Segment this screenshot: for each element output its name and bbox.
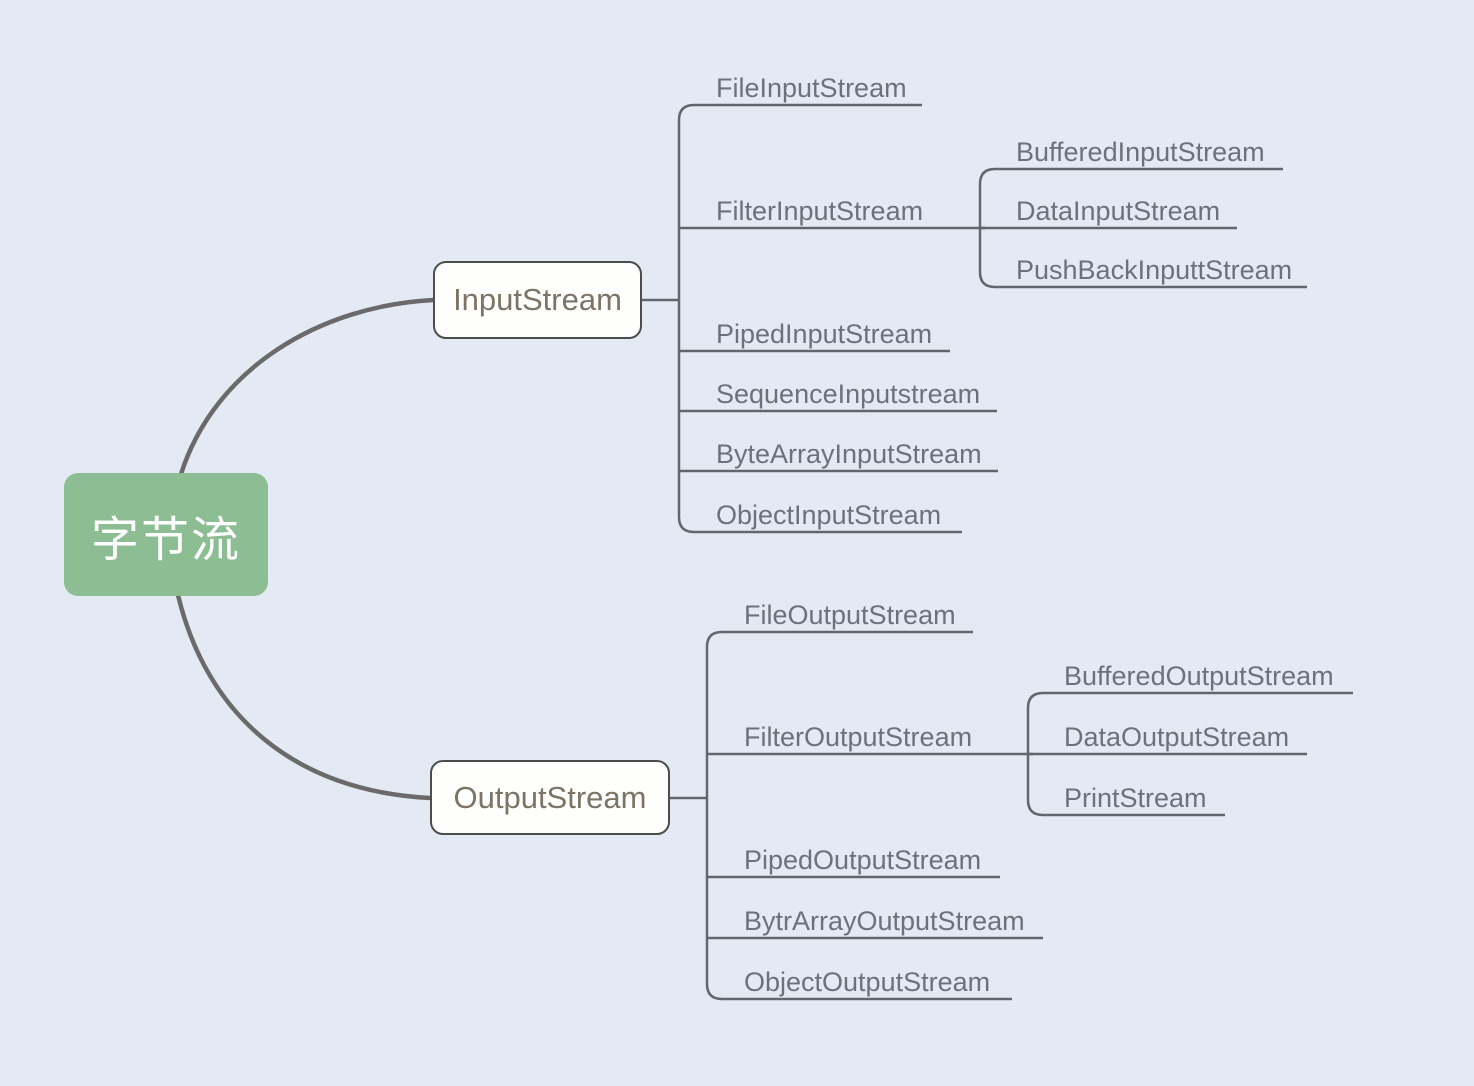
leaf-fileoutputstream[interactable]: FileOutputStream (744, 600, 956, 630)
branch-node-inputstream[interactable]: InputStream (433, 261, 642, 339)
curve-root-to-inputstream (178, 297, 436, 477)
leaf-sequenceinputstream[interactable]: SequenceInputstream (716, 379, 981, 409)
leaf-bytrarrayoutputstream[interactable]: BytrArrayOutputStream (744, 906, 1025, 936)
leaf-pushbackinputtstream[interactable]: PushBackInputtStream (1016, 255, 1293, 285)
leaf-bufferedinputstream[interactable]: BufferedInputStream (1016, 137, 1265, 167)
leaf-objectoutputstream[interactable]: ObjectOutputStream (744, 967, 991, 997)
leaf-printstream[interactable]: PrintStream (1064, 783, 1207, 813)
leaf-pipedoutputstream[interactable]: PipedOutputStream (744, 845, 982, 875)
leaf-fileinputstream[interactable]: FileInputStream (716, 73, 907, 103)
leaf-datainputstream[interactable]: DataInputStream (1016, 196, 1221, 226)
root-node[interactable]: 字节流 (64, 473, 268, 596)
leaf-filterinputstream[interactable]: FilterInputStream (716, 196, 924, 226)
branch-node-inputstream-label: InputStream (453, 282, 622, 317)
leaf-bytearrayinputstream[interactable]: ByteArrayInputStream (716, 439, 982, 469)
root-node-label: 字节流 (90, 513, 241, 567)
curve-root-to-outputstream (175, 592, 433, 801)
leaf-dataoutputstream[interactable]: DataOutputStream (1064, 722, 1290, 752)
leaf-objectinputstream[interactable]: ObjectInputStream (716, 500, 942, 530)
branch-node-outputstream-label: OutputStream (453, 779, 647, 815)
trunk-outputstream-children (705, 630, 1012, 1001)
leaf-bufferedoutputstream[interactable]: BufferedOutputStream (1064, 661, 1334, 691)
leaf-pipedinputstream[interactable]: PipedInputStream (716, 319, 933, 349)
leaf-filteroutputstream[interactable]: FilterOutputStream (744, 722, 973, 752)
branch-node-outputstream[interactable]: OutputStream (430, 760, 670, 835)
trunk-inputstream-children (677, 103, 962, 534)
